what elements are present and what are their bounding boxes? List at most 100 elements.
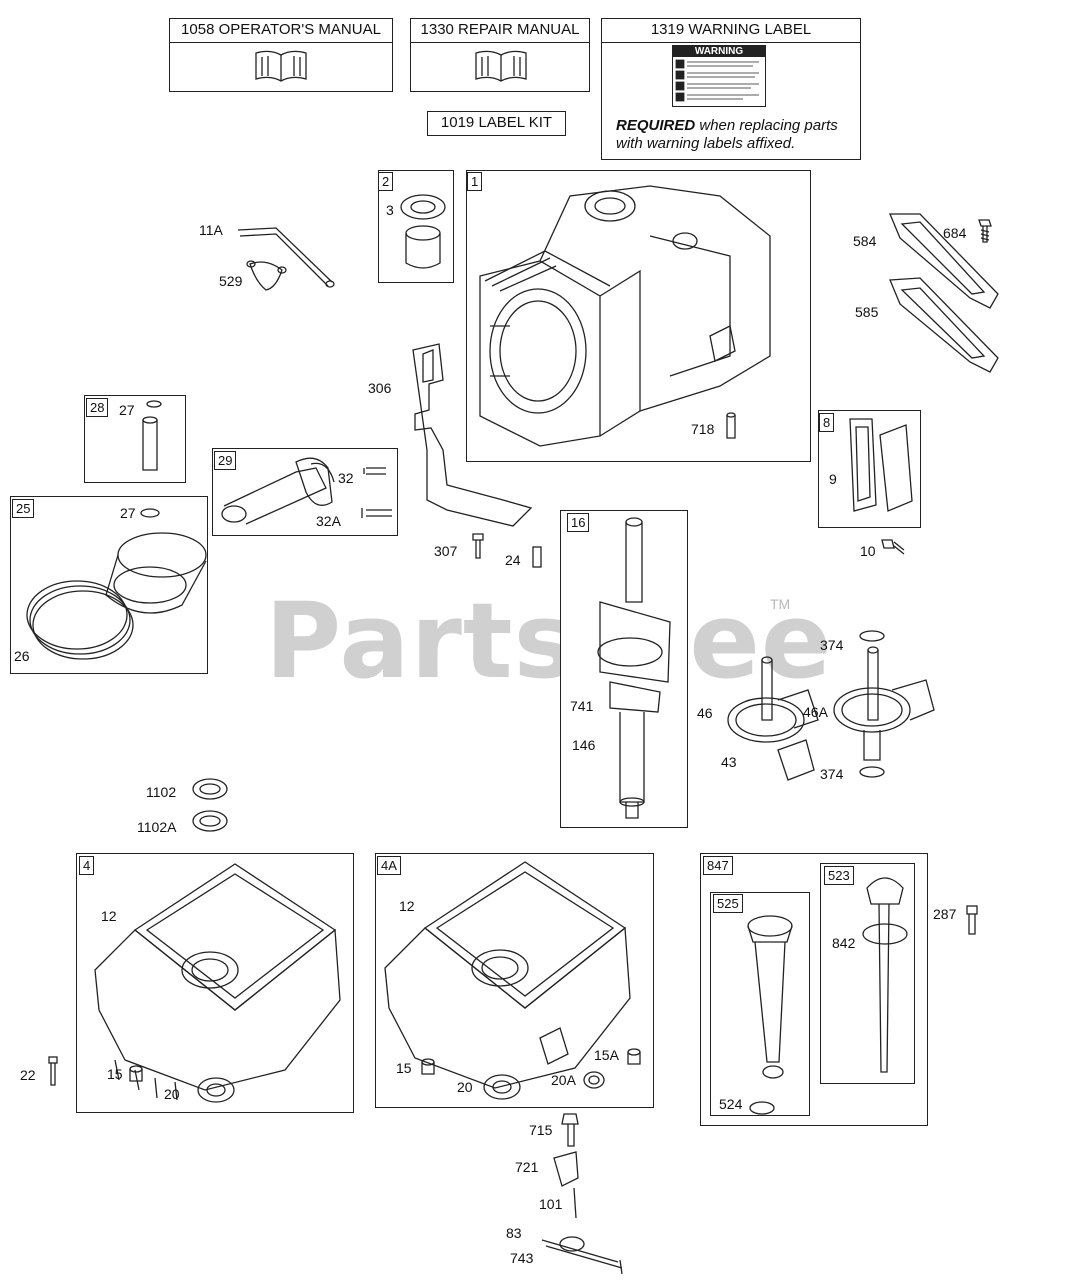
warning-text-lines xyxy=(675,59,759,102)
piston-and-rings-part[interactable] xyxy=(22,505,207,670)
screw-part[interactable] xyxy=(880,538,906,562)
key-part[interactable] xyxy=(531,545,543,569)
part-label-741: 741 xyxy=(570,698,594,714)
part-label-15-box4a: 15 xyxy=(396,1060,412,1076)
operators-manual-box[interactable]: 1058 OPERATOR'S MANUAL xyxy=(169,18,393,92)
part-label-83: 83 xyxy=(506,1225,522,1241)
part-label-10: 10 xyxy=(860,543,876,559)
part-label-20a: 20A xyxy=(551,1072,576,1088)
warning-label-title: 1319 WARNING LABEL xyxy=(602,19,860,43)
box-tag-16: 16 xyxy=(567,513,590,532)
warning-label-box[interactable]: 1319 WARNING LABEL WARNING REQUIRED when… xyxy=(601,18,861,160)
part-label-32: 32 xyxy=(338,470,354,486)
part-label-307: 307 xyxy=(434,543,458,559)
box-tag-525: 525 xyxy=(713,894,743,913)
part-box-523[interactable] xyxy=(820,863,915,1084)
dowel-pin-part[interactable] xyxy=(725,412,737,442)
part-label-287: 287 xyxy=(933,906,957,922)
connecting-rod-part[interactable] xyxy=(216,452,396,532)
crankshaft-part[interactable] xyxy=(580,512,680,824)
part-label-15a: 15A xyxy=(594,1047,619,1063)
part-label-715: 715 xyxy=(529,1122,553,1138)
part-label-718: 718 xyxy=(691,421,715,437)
book-icon xyxy=(475,50,527,82)
box-tag-1: 1 xyxy=(467,172,483,191)
required-note-line2: with warning labels affixed. xyxy=(616,135,796,152)
required-word: REQUIRED xyxy=(616,117,696,134)
part-label-24: 24 xyxy=(505,552,521,568)
part-label-46: 46 xyxy=(697,705,713,721)
governor-assembly-part[interactable] xyxy=(532,1112,632,1277)
plug-part[interactable] xyxy=(626,1048,642,1068)
label-kit-box[interactable]: 1019 LABEL KIT xyxy=(427,111,566,136)
part-label-146: 146 xyxy=(572,737,596,753)
book-icon xyxy=(255,50,307,82)
camshaft-part[interactable] xyxy=(830,630,940,780)
seal-part[interactable] xyxy=(582,1068,606,1092)
watermark-text: PartsTree xyxy=(265,580,833,702)
camshaft-part[interactable] xyxy=(718,640,828,800)
air-guide-part[interactable] xyxy=(403,340,535,530)
part-label-11a: 11A xyxy=(199,222,223,238)
part-label-306: 306 xyxy=(368,380,392,396)
part-label-20-box4: 20 xyxy=(164,1086,180,1102)
bolt-part[interactable] xyxy=(964,904,980,936)
box-tag-8: 8 xyxy=(819,413,835,432)
screw-part[interactable] xyxy=(470,532,486,562)
part-label-1102: 1102 xyxy=(146,784,177,800)
plug-part[interactable] xyxy=(128,1065,144,1085)
part-label-374-top: 374 xyxy=(820,637,844,653)
piston-pin-part[interactable] xyxy=(140,398,170,476)
breather-cover-part[interactable] xyxy=(840,415,915,525)
part-box-525[interactable] xyxy=(710,892,810,1116)
warning-required-note: REQUIRED when replacing parts with warni… xyxy=(616,117,856,153)
crankcase-cover-part[interactable] xyxy=(85,860,350,1105)
screw-part[interactable] xyxy=(975,218,997,246)
repair-manual-title: 1330 REPAIR MANUAL xyxy=(411,19,589,43)
part-label-1102a: 1102A xyxy=(137,819,177,835)
crankcase-cover-part[interactable] xyxy=(380,858,650,1103)
part-label-12-box4: 12 xyxy=(101,908,117,924)
part-box-1[interactable] xyxy=(466,170,811,462)
cylinder-block-part[interactable] xyxy=(470,176,800,456)
operators-manual-title: 1058 OPERATOR'S MANUAL xyxy=(170,19,392,43)
bearing-seal-part[interactable] xyxy=(398,193,448,273)
part-label-27-pin: 27 xyxy=(119,402,135,418)
part-label-584: 584 xyxy=(853,233,877,249)
part-label-43: 43 xyxy=(721,754,737,770)
part-label-27-piston: 27 xyxy=(120,505,136,521)
part-label-529: 529 xyxy=(219,273,243,289)
seal-part[interactable] xyxy=(196,1075,236,1105)
oil-fill-tube-part[interactable] xyxy=(735,912,805,1115)
bolt-part[interactable] xyxy=(46,1055,60,1089)
part-label-20-box4a: 20 xyxy=(457,1079,473,1095)
part-box-29[interactable] xyxy=(212,448,398,536)
seal-part[interactable] xyxy=(482,1072,522,1102)
required-note-rest: when replacing parts xyxy=(695,117,838,134)
trademark-mark: TM xyxy=(770,596,791,612)
part-label-32a: 32A xyxy=(316,513,341,529)
repair-manual-box[interactable]: 1330 REPAIR MANUAL xyxy=(410,18,590,92)
box-tag-847: 847 xyxy=(703,856,733,875)
dipstick-part[interactable] xyxy=(855,868,915,1080)
box-tag-25: 25 xyxy=(12,499,35,518)
part-label-842: 842 xyxy=(832,935,856,951)
gasket-part[interactable] xyxy=(880,208,1005,378)
plug-part[interactable] xyxy=(420,1058,436,1078)
part-label-9: 9 xyxy=(829,471,837,487)
part-label-15-box4: 15 xyxy=(107,1066,123,1082)
part-label-524: 524 xyxy=(719,1096,743,1112)
oil-seal-part[interactable] xyxy=(190,775,230,835)
part-label-585: 585 xyxy=(855,304,879,320)
breather-tube-part[interactable] xyxy=(236,224,336,294)
box-tag-29: 29 xyxy=(214,451,237,470)
part-label-743: 743 xyxy=(510,1250,534,1266)
part-label-721: 721 xyxy=(515,1159,539,1175)
part-label-46a: 46A xyxy=(803,704,828,720)
part-label-684: 684 xyxy=(943,225,967,241)
box-tag-28: 28 xyxy=(86,398,109,417)
part-label-22: 22 xyxy=(20,1067,36,1083)
part-label-374-bottom: 374 xyxy=(820,766,844,782)
part-label-101: 101 xyxy=(539,1196,563,1212)
part-box-16[interactable] xyxy=(560,510,688,828)
